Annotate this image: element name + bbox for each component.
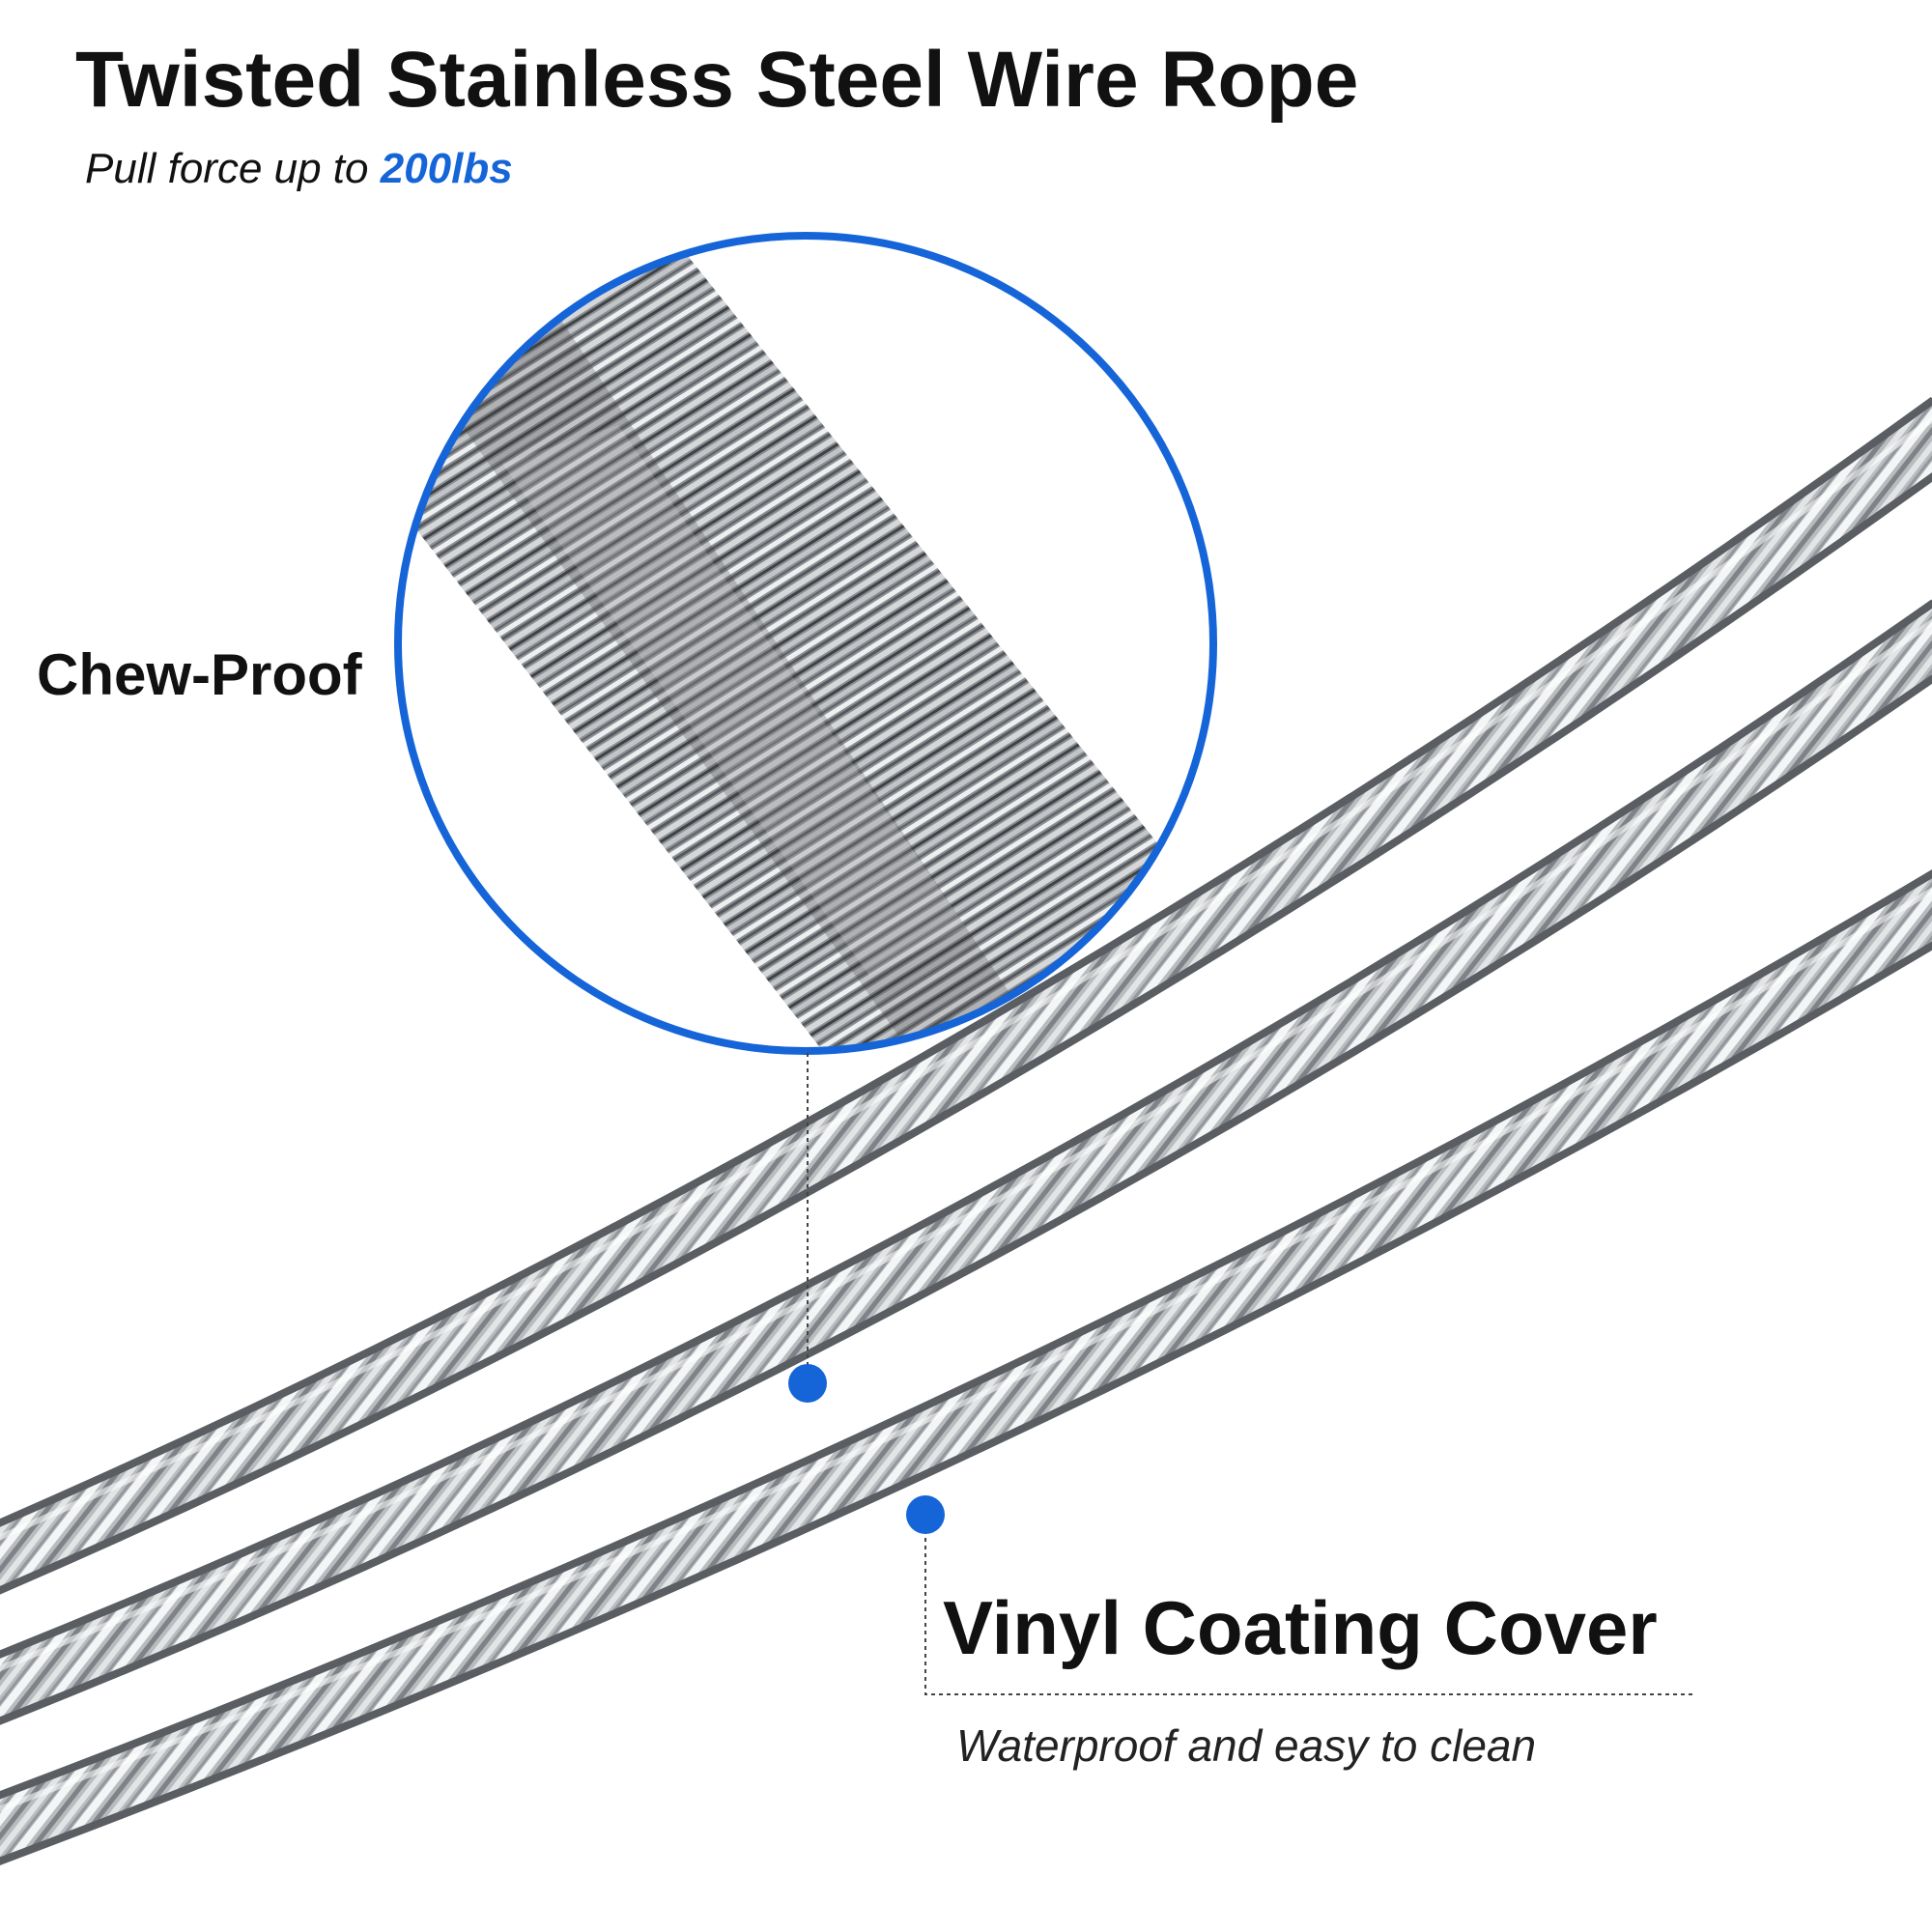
magnified-strand-circle-icon <box>394 232 1217 1055</box>
blue-dot-marker-icon <box>788 1364 827 1403</box>
cable-lower <box>0 869 1932 1865</box>
vinyl-leader-line <box>924 1515 1696 1695</box>
vinyl-coating-title: Vinyl Coating Cover <box>943 1585 1658 1670</box>
subtitle-highlight: 200lbs <box>380 145 513 192</box>
subtitle: Pull force up to 200lbs <box>85 145 513 193</box>
vinyl-coating-subtitle: Waterproof and easy to clean <box>956 1720 1537 1771</box>
cable-middle <box>0 599 1932 1725</box>
blue-dot-marker-icon <box>906 1495 945 1534</box>
page-title: Twisted Stainless Steel Wire Rope <box>75 36 1359 124</box>
chew-proof-label: Chew-Proof <box>37 642 362 707</box>
cable-upper <box>0 396 1932 1595</box>
subtitle-prefix: Pull force up to <box>85 145 381 192</box>
